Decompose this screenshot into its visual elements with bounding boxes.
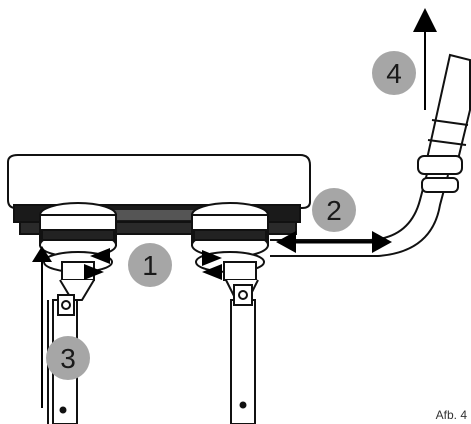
callout-4-label: 4 — [386, 58, 402, 89]
callout-3: 3 — [46, 336, 90, 380]
arrow-1-rotate — [84, 248, 222, 280]
callout-1-label: 1 — [142, 250, 158, 281]
callout-2: 2 — [312, 188, 356, 232]
callout-1: 1 — [128, 243, 172, 287]
callout-2-label: 2 — [326, 195, 342, 226]
arrow-3-up — [32, 246, 52, 408]
arrow-2-double — [276, 231, 392, 253]
right-disc — [191, 202, 269, 306]
curved-pipe — [270, 169, 449, 257]
right-tube — [230, 299, 256, 424]
callout-3-label: 3 — [60, 343, 76, 374]
arrow-4-up — [413, 8, 437, 110]
handle-grip — [417, 53, 471, 193]
figure-caption: Afb. 4 — [435, 408, 467, 422]
callout-4: 4 — [372, 51, 416, 95]
